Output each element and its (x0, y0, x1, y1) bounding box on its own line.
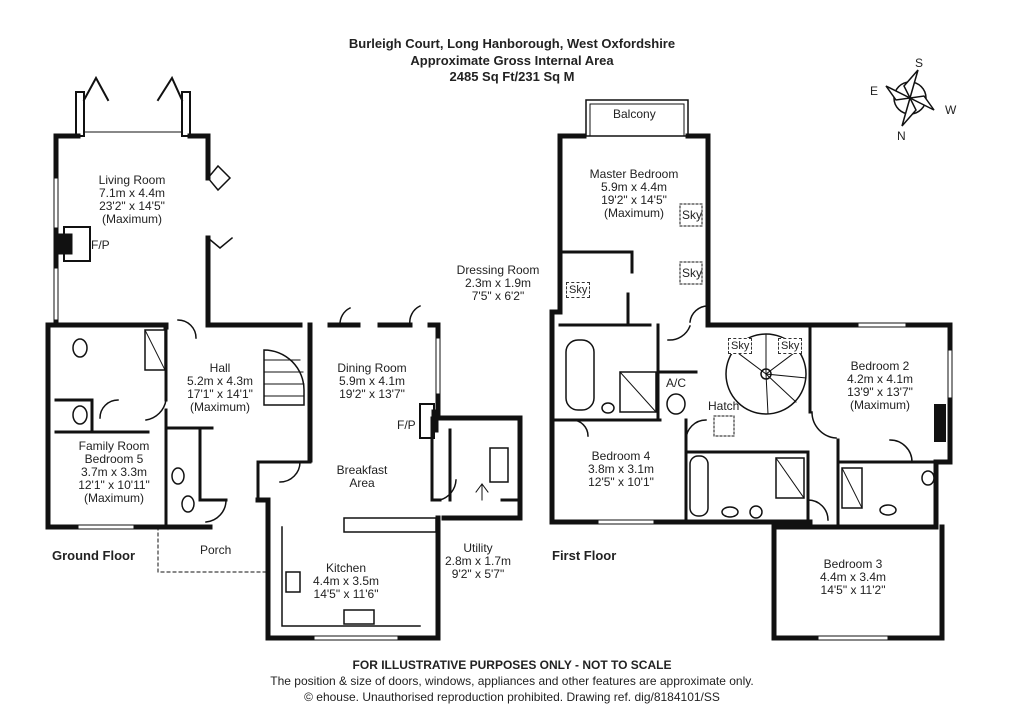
hall-staircase (263, 349, 305, 406)
copyright-text: © ehouse. Unauthorised reproduction proh… (304, 690, 720, 704)
compass-w: W (945, 103, 957, 117)
plan-title: Burleigh Court, Long Hanborough, West Ox… (348, 36, 676, 51)
compass-s: S (915, 56, 924, 70)
living-fireplace-label: F/P (91, 238, 110, 252)
dining-room-label: Dining Room 5.9m x 4.1m 19'2" x 13'7" (337, 361, 407, 401)
ground-internal-walls (54, 323, 522, 529)
family-room-label: Family Room Bedroom 5 3.7m x 3.3m 12'1" … (78, 439, 150, 505)
disclaimer-heading: FOR ILLUSTRATIVE PURPOSES ONLY - NOT TO … (352, 658, 672, 672)
living-room-bays (75, 75, 191, 137)
ground-walls (45, 317, 523, 641)
dressing-sky-label: Sky (566, 282, 591, 298)
master-bedroom-label: Master Bedroom 5.9m x 4.4m 19'2" x 14'5"… (589, 167, 679, 220)
balcony-label: Balcony (613, 107, 656, 121)
ground-wc (72, 338, 88, 358)
ac-label: A/C (666, 376, 687, 390)
first-floor-label: First Floor (552, 548, 617, 563)
landing-sky-label-1: Sky (728, 338, 753, 354)
bath-tub (565, 339, 595, 411)
bedroom4-label: Bedroom 4 3.8m x 3.1m 12'5" x 10'1" (587, 449, 655, 489)
kitchen-island (343, 517, 437, 533)
first-floor-internal-walls (550, 250, 938, 529)
hatch-label: Hatch (708, 399, 740, 413)
breakfast-area-label: Breakfast Area (336, 463, 388, 490)
porch-outline (157, 526, 269, 573)
master-sky-label-1: Sky (682, 208, 703, 222)
compass-rose (885, 69, 935, 127)
compass-e: E (870, 84, 879, 98)
plan-subtitle: Approximate Gross Internal Area (410, 53, 614, 68)
hall-label: Hall 5.2m x 4.3m 17'1" x 14'1" (Maximum) (186, 361, 254, 414)
disclaimer-text: The position & size of doors, windows, a… (270, 674, 754, 688)
porch-label: Porch (200, 543, 232, 557)
ground-floor-label: Ground Floor (52, 548, 136, 563)
bedroom3-label: Bedroom 3 4.4m x 3.4m 14'5" x 11'2" (819, 557, 887, 597)
living-room-walls (53, 133, 211, 328)
living-room-label: Living Room 7.1m x 4.4m 23'2" x 14'5" (M… (98, 173, 166, 226)
kitchen-label: Kitchen 4.4m x 3.5m 14'5" x 11'6" (312, 561, 380, 601)
utility-label: Utility 2.8m x 1.7m 9'2" x 5'7" (444, 541, 512, 581)
dining-fireplace-label: F/P (397, 418, 416, 432)
compass-n: N (897, 129, 906, 143)
bedroom2-label: Bedroom 2 4.2m x 4.1m 13'9" x 13'7" (Max… (846, 359, 914, 412)
dressing-room-label: Dressing Room 2.3m x 1.9m 7'5" x 6'2" (456, 263, 540, 303)
master-sky-label-2: Sky (682, 266, 703, 280)
plan-area: 2485 Sq Ft/231 Sq M (449, 69, 575, 84)
landing-sky-label-2: Sky (778, 338, 803, 354)
